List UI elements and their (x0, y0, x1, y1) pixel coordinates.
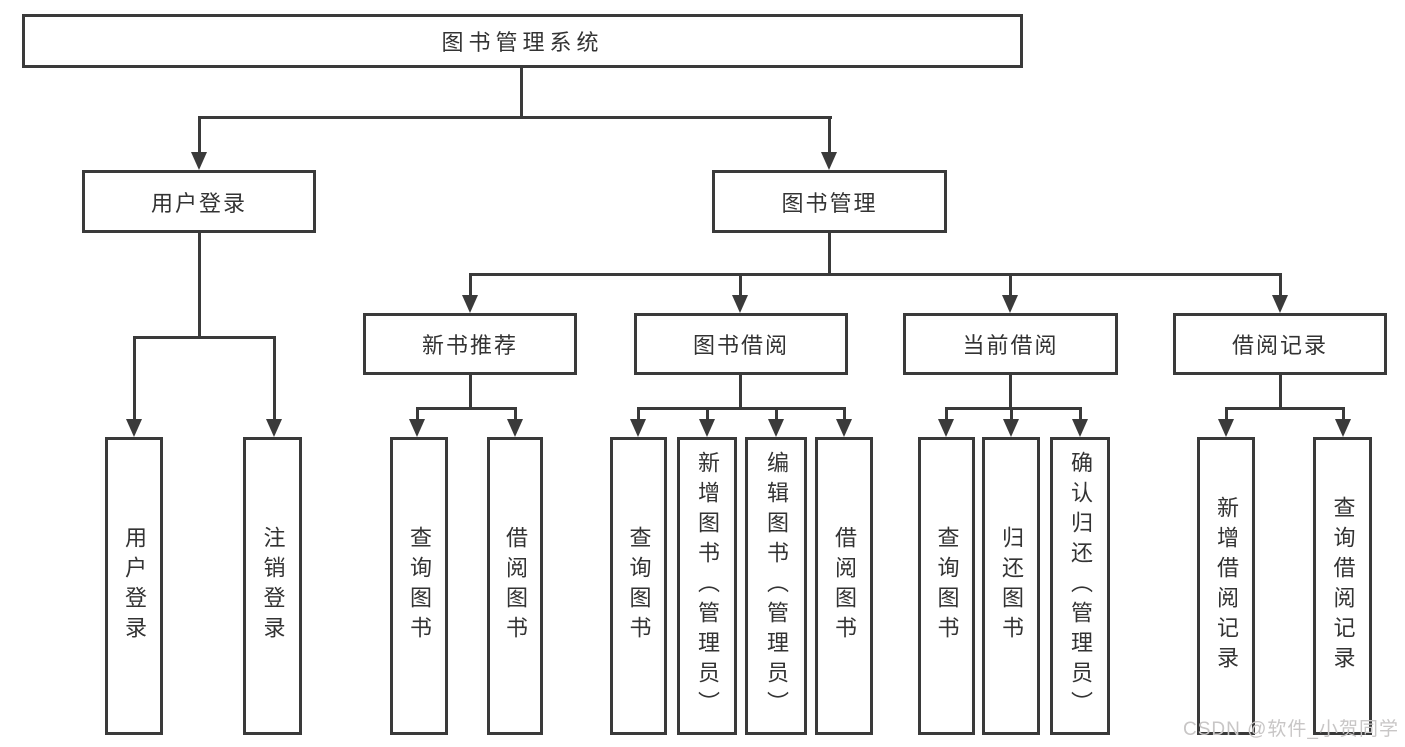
arrowhead-down-icon (630, 419, 646, 437)
node-current-borrow: 当前借阅 (903, 313, 1118, 375)
leaf-add-book-admin: 新增图书（管理员） (677, 437, 737, 735)
connector-line (273, 336, 276, 421)
leaf-query-book-recommend: 查询图书 (390, 437, 448, 735)
node-book-borrow: 图书借阅 (634, 313, 848, 375)
leaf-label: 借阅图书 (503, 526, 528, 646)
csdn-watermark: CSDN @软件_小贺同学 (1183, 719, 1399, 740)
connector-line (469, 273, 472, 297)
leaf-label: 查询图书 (626, 526, 652, 646)
arrowhead-down-icon (836, 419, 852, 437)
connector-line (637, 407, 640, 421)
arrowhead-down-icon (409, 419, 425, 437)
connector-line (198, 233, 201, 336)
connector-line (469, 375, 472, 407)
arrowhead-down-icon (462, 295, 478, 313)
leaf-label: 查询借阅记录 (1330, 496, 1356, 676)
connector-line (514, 407, 517, 421)
node-label: 图书管理系统 (441, 30, 604, 55)
arrowhead-down-icon (699, 419, 715, 437)
connector-line (706, 407, 709, 421)
connector-line (739, 375, 742, 407)
leaf-borrow-book-recommend: 借阅图书 (487, 437, 543, 735)
node-new-book-recommend: 新书推荐 (363, 313, 577, 375)
connector-line (828, 233, 831, 273)
node-root-library-system: 图书管理系统 (22, 14, 1023, 68)
connector-line (945, 407, 1082, 410)
node-book-management: 图书管理 (712, 170, 947, 233)
node-label: 新书推荐 (421, 333, 518, 358)
connector-line (198, 116, 201, 154)
connector-line (520, 68, 523, 116)
connector-line (828, 116, 831, 154)
leaf-label: 确认归还（管理员） (1068, 451, 1093, 721)
leaf-return-book: 归还图书 (982, 437, 1040, 735)
connector-line (637, 407, 846, 410)
arrowhead-down-icon (768, 419, 784, 437)
leaf-query-book-current: 查询图书 (918, 437, 975, 735)
connector-line (416, 407, 419, 421)
connector-line (739, 273, 742, 297)
connector-line (133, 336, 136, 421)
arrowhead-down-icon (266, 419, 282, 437)
connector-line (1279, 273, 1282, 297)
leaf-query-borrow-record: 查询借阅记录 (1313, 437, 1372, 735)
leaf-label: 查询图书 (934, 526, 960, 646)
connector-line (1010, 407, 1013, 421)
connector-line (1225, 407, 1345, 410)
arrowhead-down-icon (1003, 419, 1019, 437)
node-borrow-record: 借阅记录 (1173, 313, 1387, 375)
connector-line (198, 116, 832, 119)
arrowhead-down-icon (1335, 419, 1351, 437)
arrowhead-down-icon (507, 419, 523, 437)
leaf-label: 新增图书（管理员） (695, 451, 720, 721)
connector-line (1079, 407, 1082, 421)
arrowhead-down-icon (1218, 419, 1234, 437)
connector-line (1009, 375, 1012, 407)
leaf-label: 借阅图书 (832, 526, 857, 646)
connector-line (775, 407, 778, 421)
leaf-query-book-borrow: 查询图书 (610, 437, 667, 735)
leaf-label: 新增借阅记录 (1214, 496, 1239, 676)
arrowhead-down-icon (1002, 295, 1018, 313)
leaf-borrow-book: 借阅图书 (815, 437, 873, 735)
connector-line (133, 336, 276, 339)
node-label: 借阅记录 (1231, 333, 1328, 358)
node-label: 用户登录 (150, 190, 247, 216)
node-user-login: 用户登录 (82, 170, 316, 233)
arrowhead-down-icon (732, 295, 748, 313)
leaf-label: 归还图书 (999, 526, 1024, 646)
leaf-label: 用户登录 (122, 526, 147, 646)
leaf-label: 编辑图书（管理员） (764, 451, 789, 721)
connector-line (1279, 375, 1282, 407)
arrowhead-down-icon (126, 419, 142, 437)
connector-line (1225, 407, 1228, 421)
leaf-add-borrow-record: 新增借阅记录 (1197, 437, 1255, 735)
leaf-logout: 注销登录 (243, 437, 302, 735)
leaf-label: 注销登录 (260, 526, 286, 646)
connector-line (1342, 407, 1345, 421)
arrowhead-down-icon (191, 152, 207, 170)
connector-line (469, 273, 1282, 276)
leaf-edit-book-admin: 编辑图书（管理员） (745, 437, 807, 735)
connector-line (1009, 273, 1012, 297)
arrowhead-down-icon (1272, 295, 1288, 313)
arrowhead-down-icon (821, 152, 837, 170)
leaf-user-login: 用户登录 (105, 437, 163, 735)
arrowhead-down-icon (1072, 419, 1088, 437)
leaf-label: 查询图书 (407, 526, 432, 646)
node-label: 图书借阅 (692, 333, 789, 358)
connector-line (945, 407, 948, 421)
node-label: 图书管理 (781, 190, 878, 216)
leaf-confirm-return-admin: 确认归还（管理员） (1050, 437, 1110, 735)
arrowhead-down-icon (938, 419, 954, 437)
node-label: 当前借阅 (962, 333, 1059, 358)
connector-line (843, 407, 846, 421)
connector-line (416, 407, 517, 410)
